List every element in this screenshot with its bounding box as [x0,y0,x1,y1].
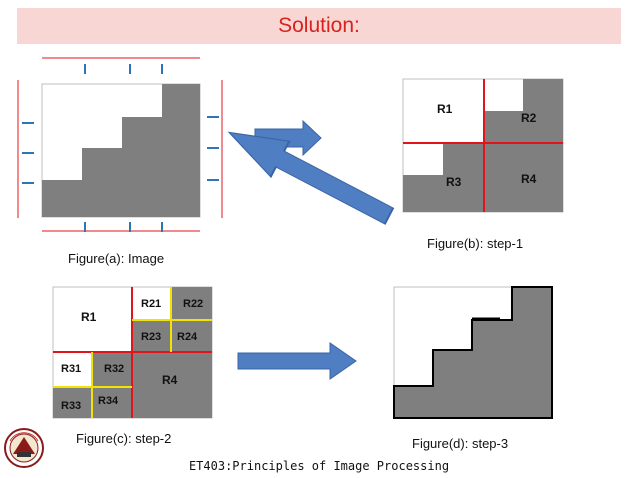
figure-b-label-r3: R3 [446,175,462,189]
arrow-diagonal [227,131,395,225]
slide-title: Solution: [278,14,360,37]
title-bar [17,8,621,44]
figure-c-label-r23: R23 [141,331,162,343]
figure-c-label-r34: R34 [98,395,119,407]
figure-c-step2 [52,286,213,419]
figure-c-label-r21: R21 [141,298,162,310]
figure-d-staircase [393,286,553,419]
figure-a-staircase [42,84,200,217]
figure-a-caption: Figure(a): Image [68,251,165,266]
figure-c-label-r4: R4 [162,373,178,387]
figure-b-label-r2: R2 [521,111,537,125]
figure-c-caption: Figure(c): step-2 [76,431,172,446]
figure-c-label-r31: R31 [61,363,82,375]
figure-a-ticks [22,64,219,232]
figure-d-step3 [393,286,553,419]
figure-b-label-r1: R1 [437,102,453,116]
figure-c-label-r24: R24 [177,331,198,343]
figure-d-caption: Figure(d): step-3 [412,436,509,451]
figure-c-label-r33: R33 [61,400,82,412]
figure-c-label-r22: R22 [183,298,204,310]
slide-footer: ET403:Principles of Image Processing [188,459,450,473]
figure-b-step1 [402,78,564,213]
figure-c-label-r1: R1 [81,310,97,324]
figure-b-label-r4: R4 [521,172,537,186]
figure-a-image [17,57,223,232]
figure-c-label-r32: R32 [104,363,125,375]
figure-b-caption: Figure(b): step-1 [427,236,524,251]
institution-seal-icon [4,428,44,468]
arrow-right-2 [237,342,357,380]
